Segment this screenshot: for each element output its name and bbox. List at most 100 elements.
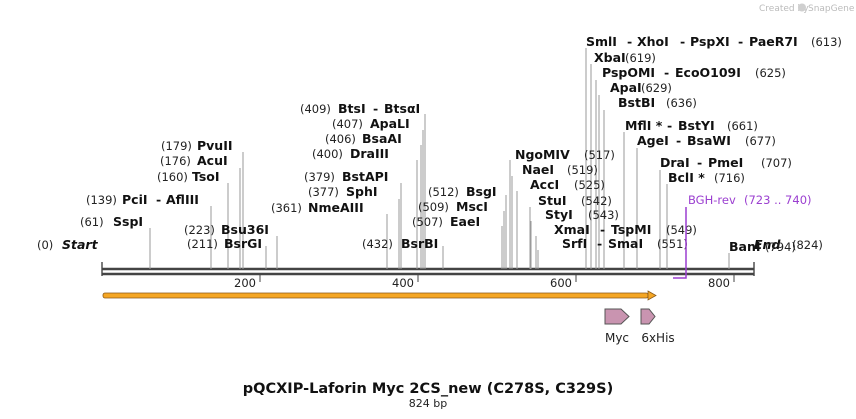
site-sep-smli-2: -	[680, 34, 685, 49]
site-pos-nmeaiii: (361)	[271, 201, 302, 215]
site-pos-smli: (613)	[811, 35, 842, 49]
site-sep-btsi: -	[373, 101, 378, 116]
feature-arrow-6xhis	[640, 308, 656, 325]
feature-label-6xhis: 6xHis	[641, 331, 674, 345]
site-pos-sphi: (377)	[308, 185, 339, 199]
site-name-xhoi: XhoI	[637, 34, 669, 49]
orf-arrowhead	[647, 290, 657, 301]
site-sep-pcii: -	[156, 192, 161, 207]
site-name-draiii: DraIII	[350, 146, 389, 161]
site-pos-tsoi: (160)	[157, 170, 188, 184]
primer-marker	[673, 207, 687, 279]
site-pos-bsaai: (406)	[325, 132, 356, 146]
site-pos-pvuii: (179)	[161, 139, 192, 153]
site-name-bstapi: BstAPI	[342, 169, 388, 184]
site-name-pvuii: PvuII	[197, 138, 233, 153]
site-name-apai: ApaI	[610, 80, 642, 95]
site-name-bcli: BclI *	[668, 170, 705, 185]
site-pos-srfi: (551)	[657, 237, 688, 251]
feature-label-myc: Myc	[605, 331, 629, 345]
site-pos-eaei: (507)	[412, 215, 443, 229]
end-position: (824)	[792, 238, 823, 252]
site-pos-mfli: (661)	[727, 119, 758, 133]
site-name-xmai: XmaI	[554, 222, 590, 237]
site-name-tspmi: TspMI	[611, 222, 651, 237]
site-name-pcii: PciI	[122, 192, 148, 207]
site-name-btsai: BtsαI	[384, 101, 420, 116]
feature-arrow-myc	[604, 308, 630, 325]
site-name-msci: MscI	[456, 199, 488, 214]
left-site-labels: (61) SspI (139) PciI - AflIII (160) TsoI…	[80, 101, 438, 251]
site-pos-bstapi: (379)	[304, 170, 335, 184]
site-name-tsoi: TsoI	[192, 169, 220, 184]
site-name-pmei: PmeI	[708, 155, 743, 170]
site-pos-naei: (519)	[567, 163, 598, 177]
end-label: End	[754, 237, 781, 252]
site-sep-agei: -	[676, 133, 681, 148]
site-pos-acci: (525)	[574, 178, 605, 192]
primer-range: (723 .. 740)	[744, 193, 812, 207]
site-sep-drai: -	[697, 155, 702, 170]
site-pos-apali: (407)	[332, 117, 363, 131]
site-name-bsgi: BsgI	[466, 184, 497, 199]
site-name-ngomiv: NgoMIV	[515, 147, 570, 162]
site-name-naei: NaeI	[522, 162, 554, 177]
site-pos-acui: (176)	[160, 154, 191, 168]
site-pos-pspomi: (625)	[755, 66, 786, 80]
site-name-srfi: SrfI	[562, 236, 587, 251]
backbone	[101, 262, 755, 276]
feature-6xhis: 6xHis	[640, 308, 675, 345]
site-pos-bsrbi: (432)	[362, 237, 393, 251]
site-name-pspomi: PspOMI	[602, 65, 655, 80]
site-pos-drai: (707)	[761, 156, 792, 170]
site-pos-ngomiv: (517)	[584, 148, 615, 162]
site-name-xbai: XbaI	[594, 50, 626, 65]
site-pos-bsgi: (512)	[428, 185, 459, 199]
credit-logo-text: SnapGene	[808, 4, 855, 14]
primer-bgh-rev: BGH-rev (723 .. 740)	[673, 193, 812, 279]
site-name-acui: AcuI	[197, 153, 228, 168]
site-name-afliii: AflIII	[166, 192, 199, 207]
site-sep-mfli: -	[667, 118, 672, 133]
site-name-agei: AgeI	[637, 133, 669, 148]
primer-name: BGH-rev	[688, 193, 736, 207]
feature-myc: Myc	[604, 308, 630, 345]
site-name-bsaai: BsaAI	[362, 131, 402, 146]
site-sep-smli-1: -	[627, 34, 632, 49]
site-name-bstyi: BstYI	[678, 118, 715, 133]
site-pos-sspi: (61)	[80, 215, 104, 229]
right-site-labels: EaeI (507) MscI (509) BsgI (512) NgoMIV …	[412, 34, 842, 254]
site-sep-pspomi: -	[664, 65, 669, 80]
site-pos-btsi: (409)	[300, 102, 331, 116]
site-name-styi: StyI	[545, 207, 573, 222]
site-pos-xmai: (549)	[666, 223, 697, 237]
tick-label-600: 600	[550, 276, 572, 290]
site-name-bsrgi: BsrGI	[224, 236, 262, 251]
map-subtitle: 824 bp	[409, 397, 447, 410]
site-pos-xbai: (619)	[625, 51, 656, 65]
site-name-acci: AccI	[530, 177, 559, 192]
site-pos-apai: (629)	[641, 81, 672, 95]
site-name-nmeaiii: NmeAIII	[308, 200, 364, 215]
orf-bar	[102, 292, 649, 299]
site-name-bstbi: BstBI	[618, 95, 655, 110]
site-name-bsawi: BsaWI	[687, 133, 731, 148]
site-sep-srfi: -	[597, 236, 602, 251]
site-pos-draiii: (400)	[312, 147, 343, 161]
site-name-smai: SmaI	[608, 236, 643, 251]
start-label: Start	[62, 237, 99, 252]
site-pos-msci: (509)	[418, 200, 449, 214]
site-pos-pcii: (139)	[86, 193, 117, 207]
site-name-sphi: SphI	[346, 184, 378, 199]
site-name-pspxi: PspXI	[690, 34, 730, 49]
site-pos-agei: (677)	[745, 134, 776, 148]
site-name-smli: SmlI	[586, 34, 617, 49]
site-name-bani: BanI	[729, 239, 761, 254]
site-name-sspi: SspI	[113, 214, 143, 229]
site-sep-xmai: -	[600, 222, 605, 237]
site-pos-stui: (542)	[581, 194, 612, 208]
site-name-paer7i: PaeR7I	[749, 34, 798, 49]
site-sep-smli-3: -	[738, 34, 743, 49]
